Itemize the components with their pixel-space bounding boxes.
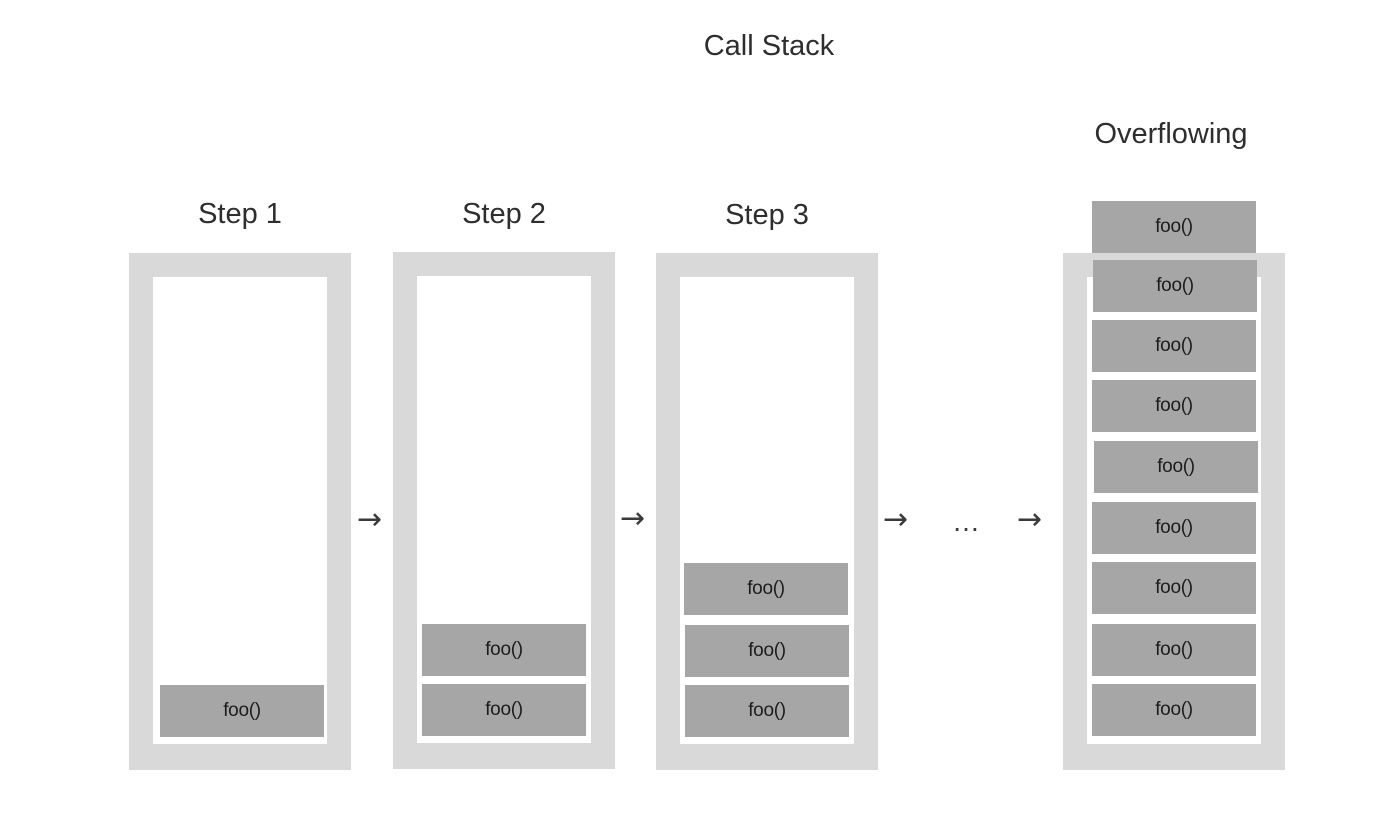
stack-frame: foo() [685,685,849,737]
stack-frame: foo() [685,625,849,677]
arrow-icon: → [883,502,909,537]
stack-frame: foo() [1092,380,1256,432]
overflowing-label: Overflowing [1094,118,1248,150]
stack-frame: foo() [1092,624,1256,676]
stack-frame: foo() [422,684,586,736]
arrow-icon: → [357,502,383,537]
stack-container-step-2 [393,252,615,769]
stack-frame-overflow: foo() [1092,201,1256,253]
step-1-label: Step 1 [198,198,282,230]
stack-container-step-3 [656,253,878,770]
step-3-label: Step 3 [725,199,809,231]
stack-frame: foo() [1092,502,1256,554]
stack-frame: foo() [160,685,324,737]
stack-frame: foo() [1092,320,1256,372]
diagram-title: Call Stack [703,30,835,62]
arrow-icon: → [620,501,646,536]
arrow-icon: → [1017,502,1043,537]
stack-frame: foo() [1092,684,1256,736]
stack-frame: foo() [422,624,586,676]
stack-frame: foo() [1092,562,1256,614]
stack-container-step-1 [129,253,351,770]
stack-frame: foo() [1094,441,1258,493]
ellipsis: … [952,506,981,537]
step-2-label: Step 2 [462,198,546,230]
stack-frame: foo() [684,563,848,615]
stack-frame: foo() [1093,260,1257,312]
